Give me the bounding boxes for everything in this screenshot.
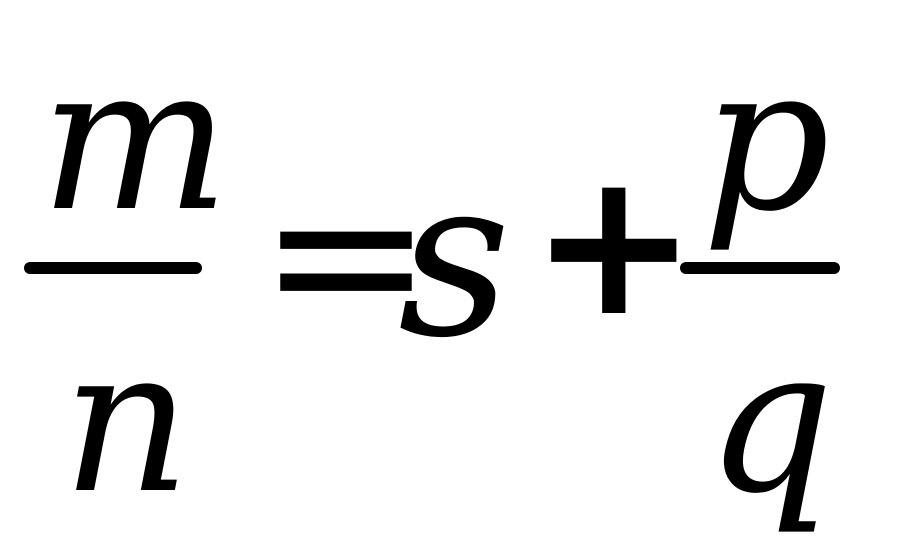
right-fraction-denominator: q xyxy=(706,305,835,538)
term-s: s xyxy=(398,130,511,386)
left-fraction-numerator: m xyxy=(40,23,230,256)
plus-sign: + xyxy=(530,128,698,361)
right-fraction-bar xyxy=(680,262,840,274)
equals-sign: = xyxy=(258,132,434,377)
right-fraction-numerator: p xyxy=(702,23,831,256)
left-fraction-denominator: n xyxy=(62,305,191,538)
left-fraction-bar xyxy=(24,262,202,274)
